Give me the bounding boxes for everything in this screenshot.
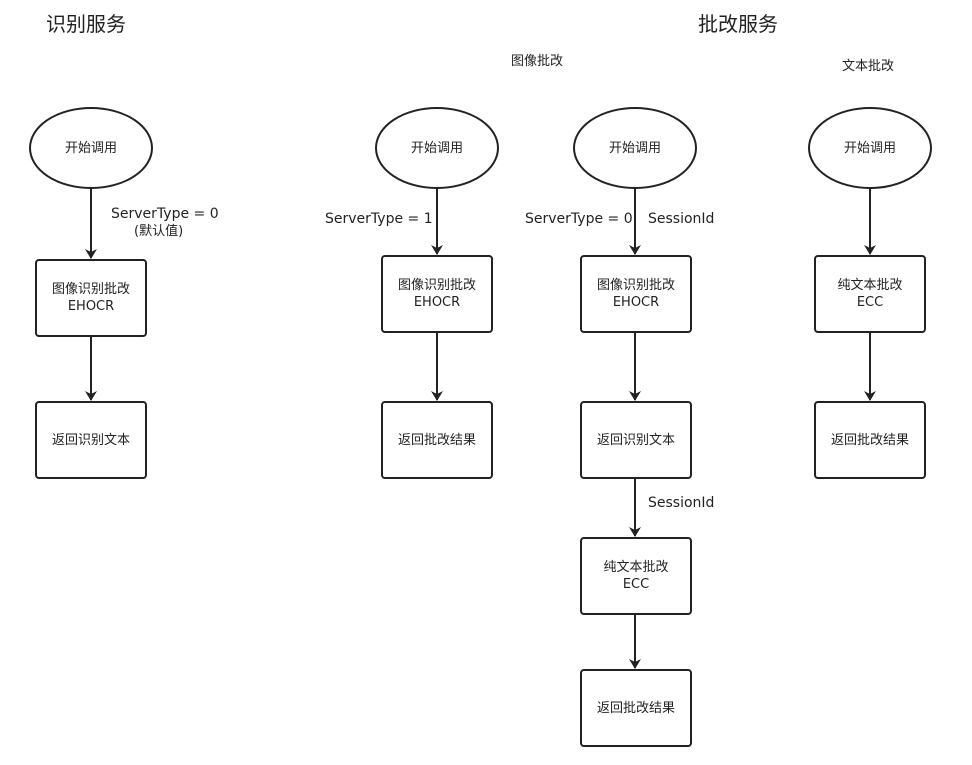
node-text-recognition-ehocr: 图像识别批改 EHOCR	[36, 260, 146, 336]
node-line: ECC	[856, 295, 884, 310]
start-text: 开始调用	[64, 140, 117, 156]
start-text: 开始调用	[410, 140, 463, 156]
node-col-b-return-result	[580, 669, 692, 747]
node-line: 图像识别批改	[596, 278, 675, 293]
edge-label-servertype-0: ServerType = 0	[111, 206, 219, 222]
edge-label-servertype-0-b: ServerType = 0	[525, 211, 633, 227]
node-line: 图像识别批改	[397, 278, 476, 293]
node-col-a-return	[381, 401, 493, 479]
node-line: 纯文本批改	[603, 560, 669, 575]
start-label-col-a: 开始调用	[376, 108, 498, 188]
node-text-col-a-return: 返回批改结果	[382, 402, 492, 478]
edge-label-sessionid-1: SessionId	[648, 211, 715, 227]
node-text-col-b-ehocr: 图像识别批改 EHOCR	[581, 256, 691, 332]
node-text-recognition-return: 返回识别文本	[36, 402, 146, 478]
node-text-col-b-return-result: 返回批改结果	[581, 670, 691, 746]
node-line: 返回批改结果	[596, 700, 675, 716]
node-line: EHOCR	[413, 295, 461, 310]
node-text-col-c-return: 返回批改结果	[815, 402, 925, 478]
node-text-col-b-ecc: 纯文本批改 ECC	[581, 538, 691, 614]
node-line: EHOCR	[612, 295, 660, 310]
node-line: 返回批改结果	[397, 432, 476, 448]
edge-label-sessionid-2: SessionId	[648, 495, 715, 511]
image-correction-subtitle: 图像批改	[511, 54, 564, 69]
recognition-service-title: 识别服务	[46, 12, 126, 36]
edge-label-default: (默认值)	[134, 224, 184, 239]
node-line: EHOCR	[67, 299, 115, 314]
node-line: 返回识别文本	[596, 432, 675, 448]
text-correction-subtitle: 文本批改	[842, 59, 895, 74]
start-label-col-c: 开始调用	[809, 108, 931, 188]
node-recognition-return	[35, 401, 147, 479]
edge-label-servertype-1: ServerType = 1	[325, 211, 433, 227]
node-line: 返回识别文本	[51, 432, 130, 448]
node-text-col-a-ehocr: 图像识别批改 EHOCR	[382, 256, 492, 332]
start-label-recognition: 开始调用	[30, 108, 152, 188]
node-line: 纯文本批改	[837, 278, 903, 293]
node-line: ECC	[622, 577, 650, 592]
node-line: 返回批改结果	[830, 432, 909, 448]
node-text-col-b-return-text: 返回识别文本	[581, 402, 691, 478]
node-col-c-return	[814, 401, 926, 479]
correction-service-title: 批改服务	[698, 12, 778, 36]
start-text: 开始调用	[843, 140, 896, 156]
node-text-col-c-ecc: 纯文本批改 ECC	[815, 256, 925, 332]
start-text: 开始调用	[608, 140, 661, 156]
start-label-col-b: 开始调用	[574, 108, 696, 188]
node-line: 图像识别批改	[51, 282, 130, 297]
